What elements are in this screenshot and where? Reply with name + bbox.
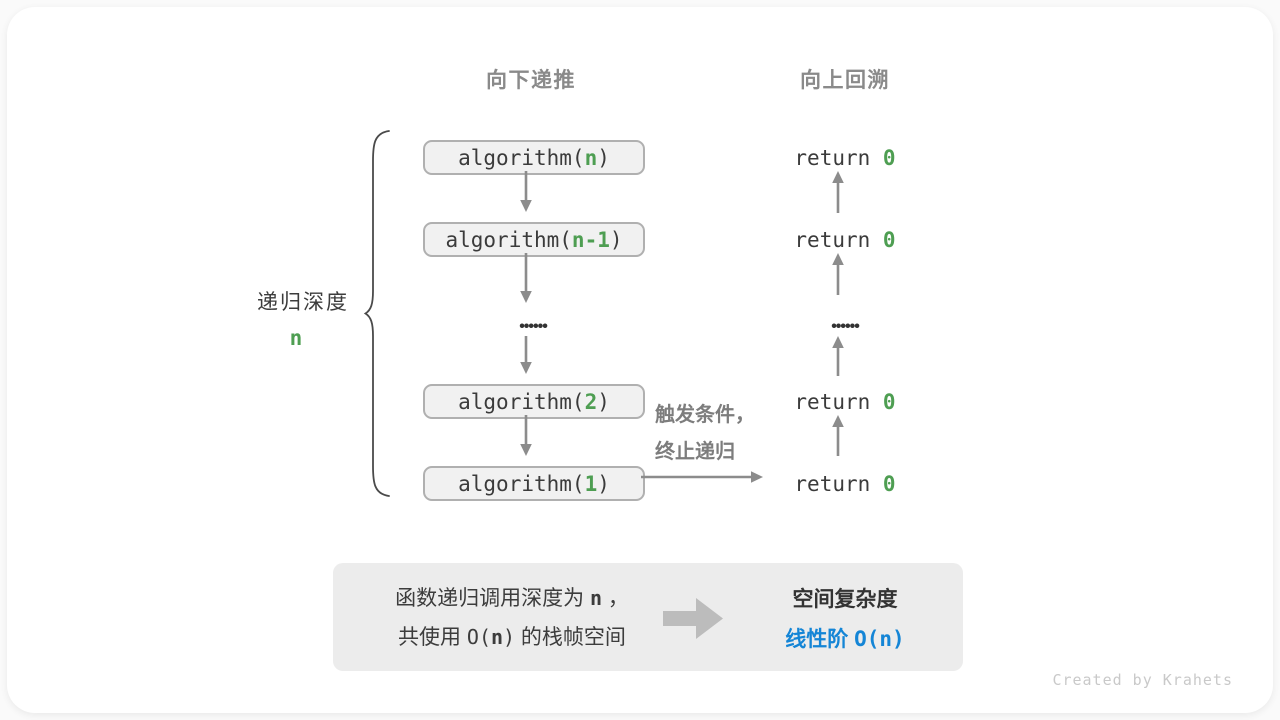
header-downward-recursion: 向下递推: [486, 69, 576, 92]
recursion-depth-label: 递归深度: [257, 291, 349, 314]
call-text-close: ): [597, 145, 610, 170]
summary-statement: 函数递归调用深度为 n ， 共使用 O(n) 的栈帧空间: [395, 579, 629, 657]
summary-line2-code-open: O(: [466, 625, 491, 649]
stack-ellipsis: ••••••: [519, 318, 548, 335]
credit-text: Created by Krahets: [1052, 671, 1233, 689]
returns-ellipsis: ••••••: [831, 318, 860, 335]
diagram-card: 向下递推 向上回溯 递归深度 n algorithm(n) algorithm(…: [7, 7, 1273, 713]
call-text: algorithm(: [458, 145, 585, 170]
summary-line2-tail: 的栈帧空间: [515, 626, 626, 649]
summary-line2-n: n: [490, 625, 504, 649]
return-value: 0: [882, 146, 896, 170]
call-text: algorithm(: [445, 227, 572, 252]
base-case-note: 触发条件， 终止递归: [655, 397, 755, 471]
return-value: 0: [882, 228, 896, 252]
summary-line1-text: 函数递归调用深度为: [395, 587, 590, 610]
call-text-close: ): [597, 471, 610, 496]
space-complexity-title: 空间复杂度: [792, 588, 898, 611]
result-big-o: O(n): [854, 627, 905, 651]
summary-line1-n: n: [589, 586, 603, 610]
call-arg: n: [584, 145, 598, 170]
call-box-2: algorithm(2): [423, 384, 645, 419]
return-text: return: [794, 228, 883, 252]
call-arg: 1: [584, 471, 598, 496]
space-complexity-result: 线性阶 O(n): [785, 623, 904, 653]
return-value: 0: [882, 390, 896, 414]
call-box-n-1: algorithm(n-1): [423, 222, 645, 257]
return-text: return: [794, 472, 883, 496]
summary-line2-code-close: ): [503, 625, 516, 649]
header-upward-backtrack: 向上回溯: [800, 69, 890, 92]
return-label: return 0: [794, 228, 895, 252]
return-label: return 0: [794, 146, 895, 170]
call-arg: n-1: [571, 227, 610, 252]
summary-box: [333, 563, 963, 671]
return-text: return: [794, 390, 883, 414]
result-order-label: 线性阶: [785, 628, 855, 651]
call-box-n: algorithm(n): [423, 140, 645, 175]
call-arg: 2: [584, 389, 598, 414]
call-text-close: ): [597, 389, 610, 414]
call-box-1: algorithm(1): [423, 466, 645, 501]
call-text-close: ): [609, 227, 623, 252]
summary-line1-tail: ，: [602, 587, 629, 610]
call-text: algorithm(: [458, 389, 585, 414]
return-text: return: [794, 146, 883, 170]
call-text: algorithm(: [458, 471, 585, 496]
base-case-note-line1: 触发条件，: [655, 404, 755, 426]
return-label: return 0: [794, 390, 895, 414]
summary-line2-text: 共使用: [398, 626, 467, 649]
return-value: 0: [882, 472, 896, 496]
base-case-note-line2: 终止递归: [655, 441, 735, 463]
recursion-depth-value: n: [289, 326, 303, 350]
return-label: return 0: [794, 472, 895, 496]
